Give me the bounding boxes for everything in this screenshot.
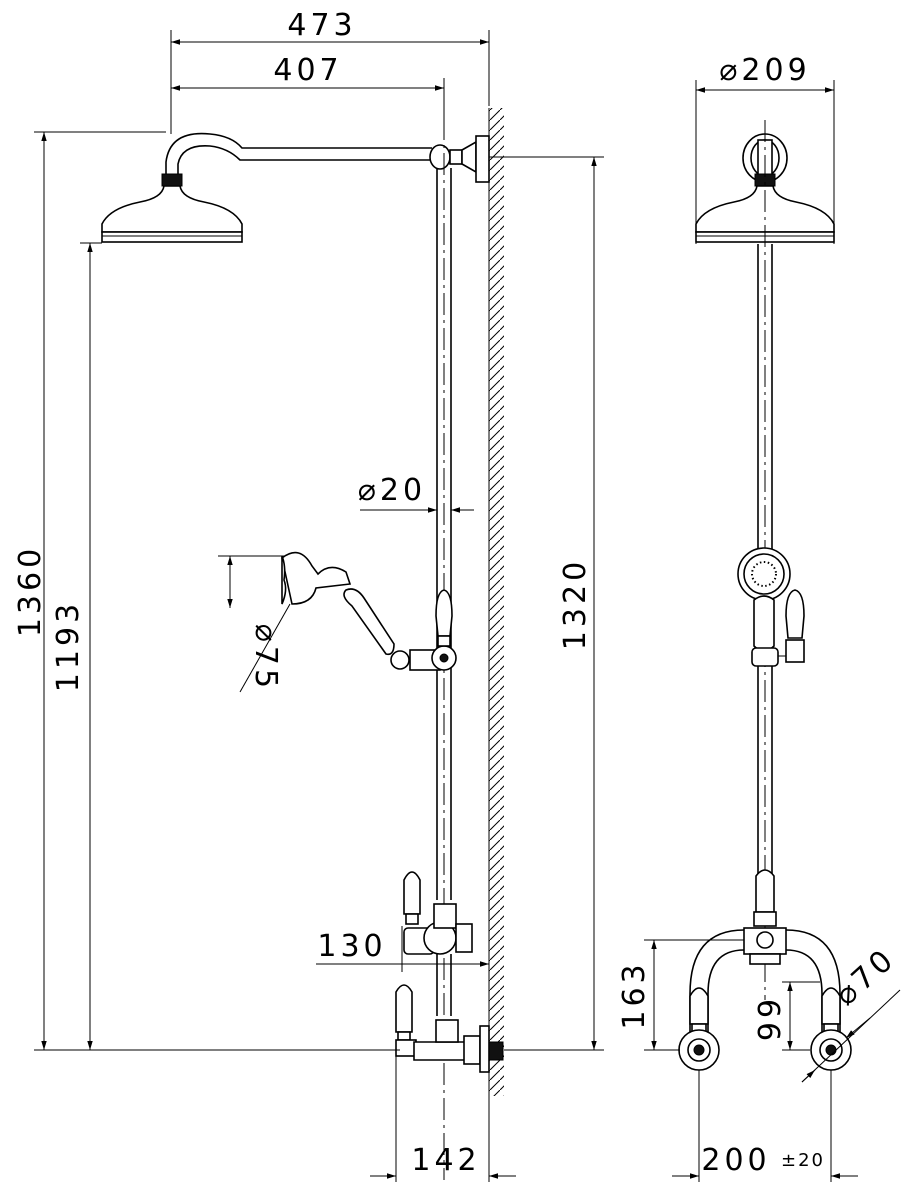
shower-head — [101, 173, 243, 243]
dim-407-label: 407 — [273, 53, 342, 88]
dim-75-label: ⌀75 — [248, 624, 283, 692]
dim-130: 130 — [316, 926, 489, 972]
dim-1320: 1320 — [489, 156, 604, 1051]
dim-473-label: 473 — [287, 8, 356, 43]
front-view: ⌀209 163 99 ⌀70 200 — [617, 53, 903, 1182]
dim-200: 200 ±20 — [672, 1070, 858, 1182]
shower-arm — [165, 132, 490, 183]
dim-163: 163 — [617, 939, 744, 1051]
side-view: 473 407 1360 1193 1320 — [13, 8, 604, 1182]
dim-142-label: 142 — [411, 1143, 480, 1178]
dim-163-label: 163 — [617, 960, 652, 1029]
dim-209-label: ⌀209 — [719, 53, 810, 88]
dim-200-label: 200 — [701, 1143, 770, 1178]
dim-1360-label: 1360 — [13, 545, 48, 637]
dim-200-tolerance: ±20 — [781, 1150, 825, 1171]
dim-99-label: 99 — [753, 995, 788, 1041]
dim-1360: 1360 — [13, 131, 400, 1051]
dim-142: 142 — [370, 1056, 516, 1182]
wall — [489, 108, 504, 1096]
dim-75: ⌀75 — [218, 555, 291, 693]
front-mixer — [678, 869, 852, 1071]
dim-20: ⌀20 — [358, 473, 474, 513]
mixer-valve — [395, 871, 504, 1073]
handshower — [281, 551, 457, 671]
dim-20-label: ⌀20 — [358, 473, 426, 508]
dim-1193: 1193 — [51, 242, 102, 1050]
dim-130-label: 130 — [317, 929, 386, 964]
dim-99: 99 — [753, 981, 820, 1051]
dim-209: ⌀209 — [695, 53, 835, 244]
dim-1320-label: 1320 — [558, 558, 593, 650]
dim-407: 407 — [171, 53, 445, 118]
front-handshower — [737, 547, 805, 667]
dim-1193-label: 1193 — [51, 600, 86, 692]
dim-473: 473 — [170, 8, 490, 134]
